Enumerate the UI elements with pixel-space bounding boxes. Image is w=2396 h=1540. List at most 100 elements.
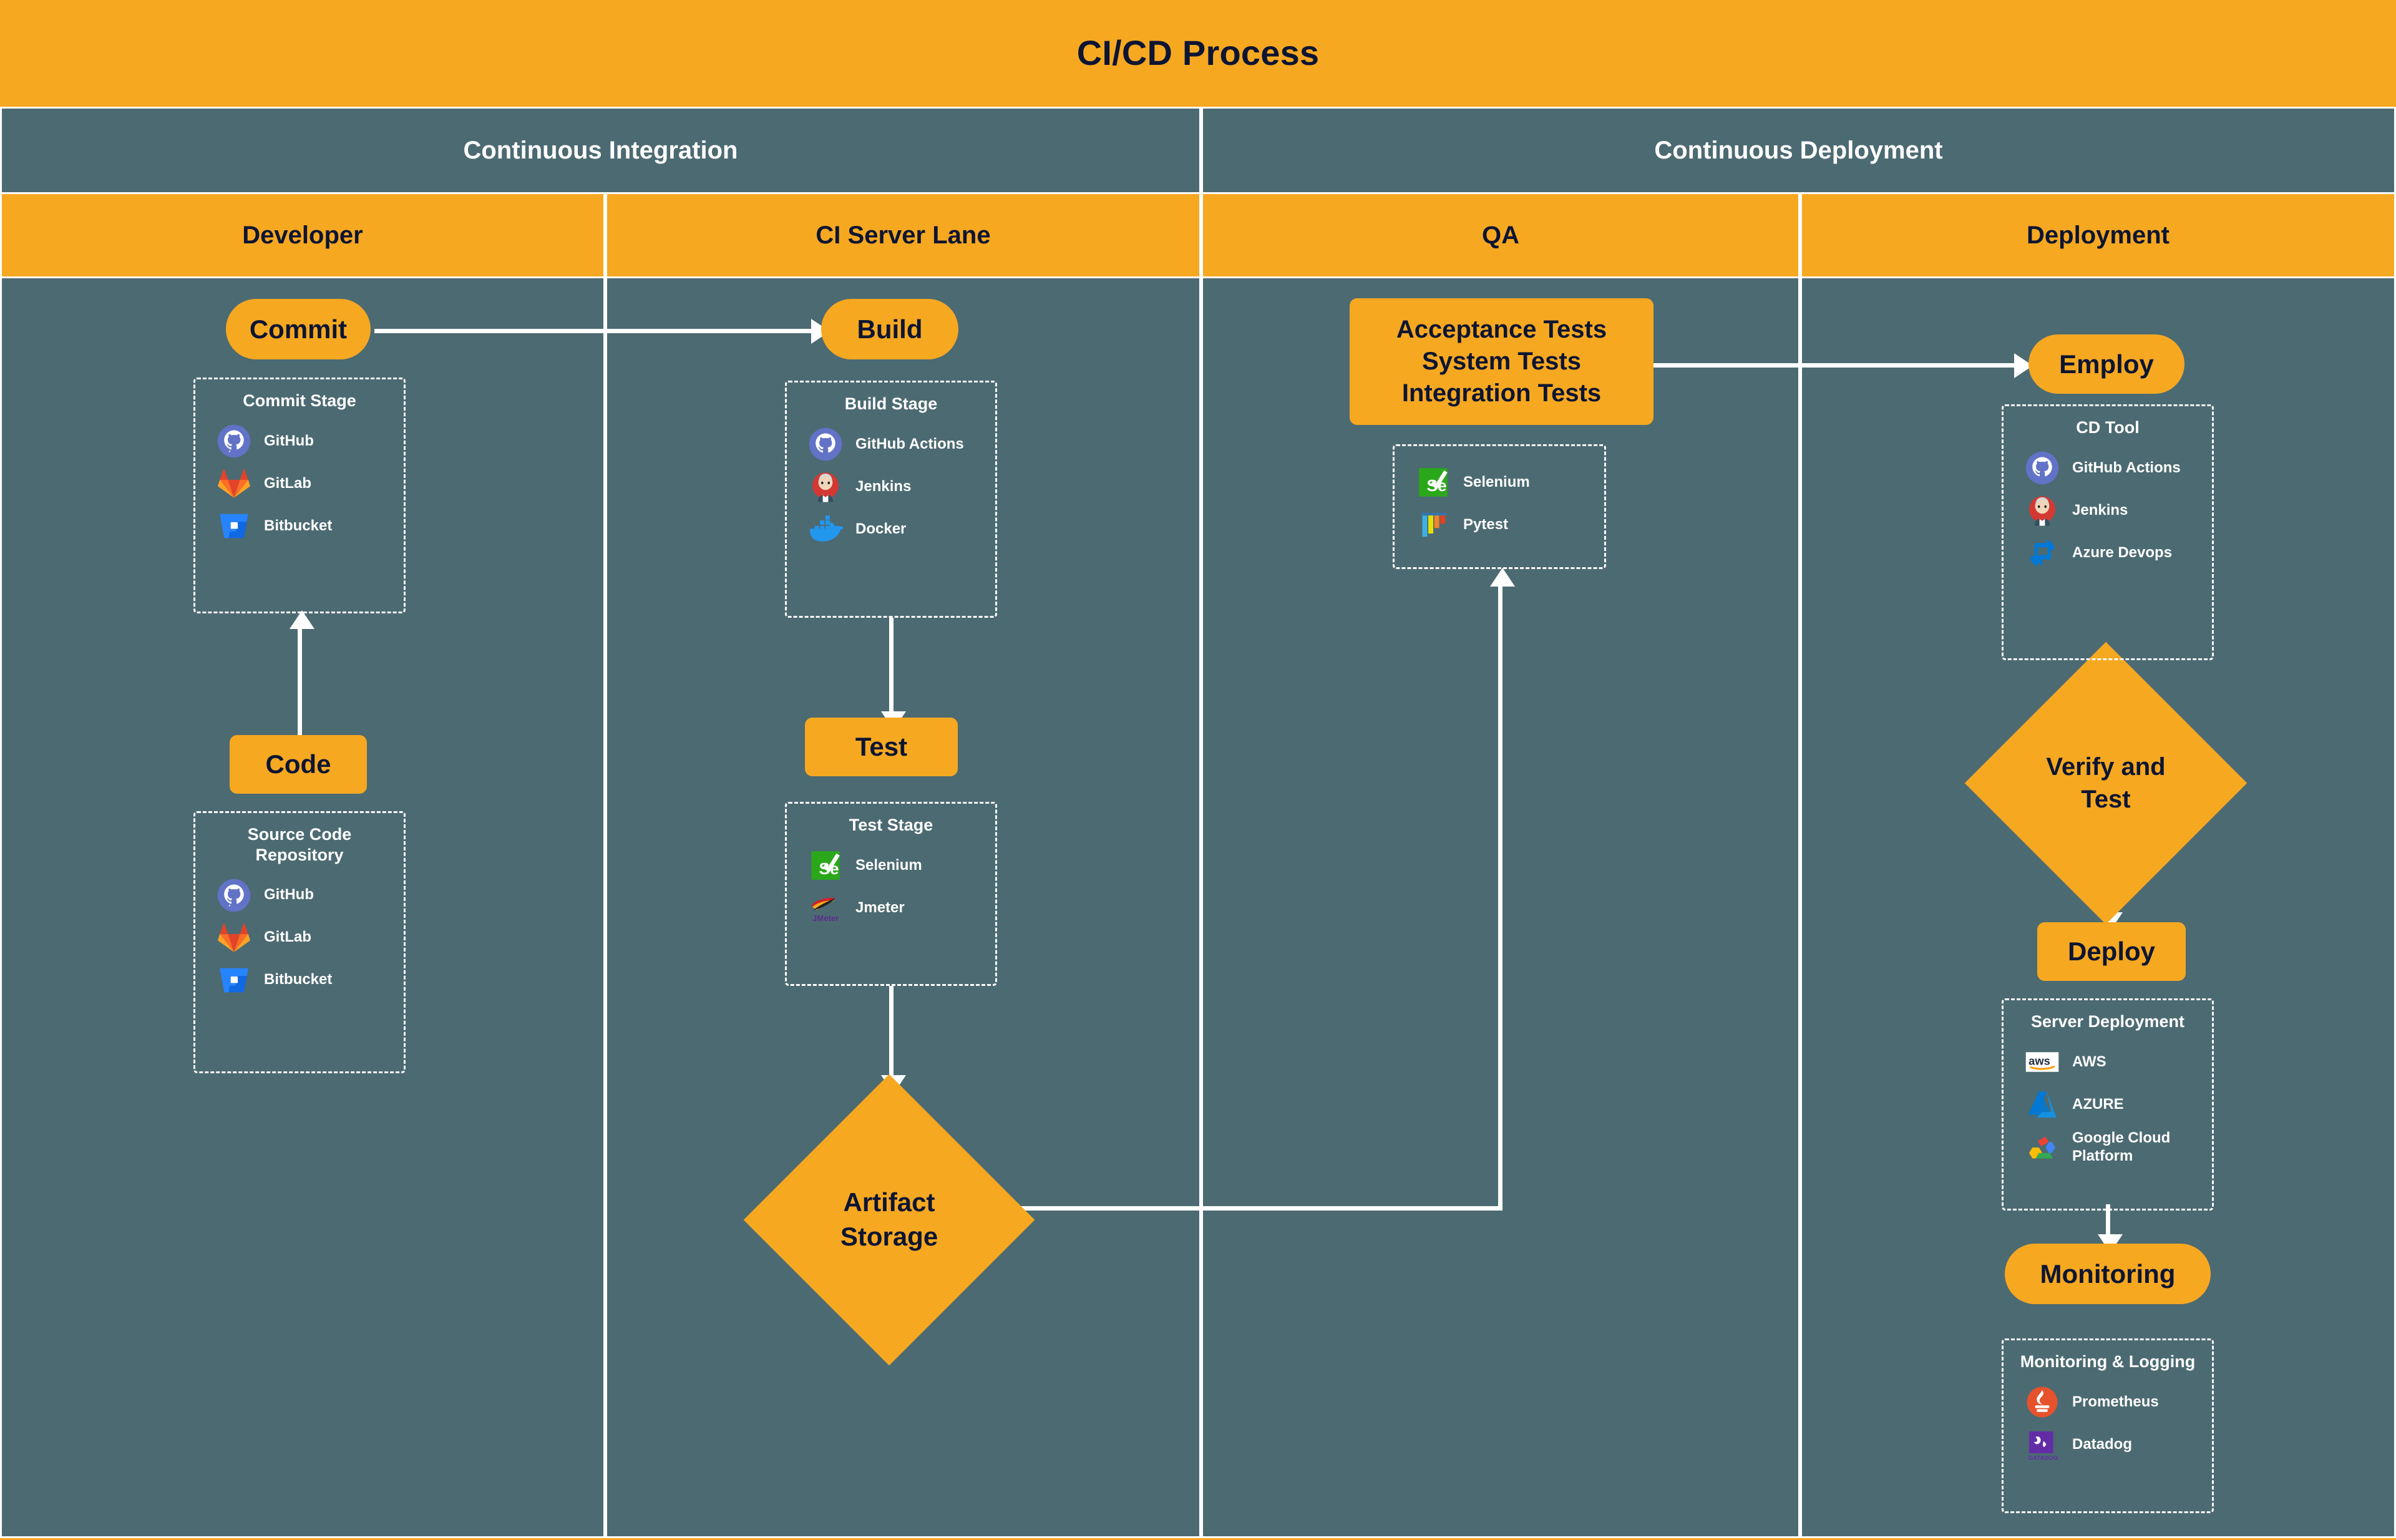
selenium-icon: Se: [1416, 465, 1451, 500]
tool-list: GitHub GitLab Bitbucket: [195, 420, 404, 547]
node-verify-and-test-label: Verify and Test: [2046, 753, 2166, 813]
group-title: Monitoring & Logging: [2020, 1352, 2196, 1371]
tool-item[interactable]: Azure Devops: [2004, 532, 2212, 574]
jmeter-icon: JMeter: [808, 890, 843, 925]
tool-label: GitLab: [264, 928, 311, 946]
tool-item[interactable]: Bitbucket: [195, 959, 404, 1001]
tool-label: GitHub Actions: [855, 435, 964, 452]
docker-icon: [808, 512, 843, 547]
group-monitoring-logging: Monitoring & Logging Prometheus DATADOG …: [2002, 1338, 2214, 1513]
tool-item[interactable]: GitLab: [195, 462, 404, 505]
group-title: Source Code Repository: [247, 825, 352, 864]
svg-text:aws: aws: [2028, 1054, 2050, 1067]
node-employ[interactable]: Employ: [2028, 334, 2184, 394]
tool-label: Selenium: [855, 856, 922, 874]
page-title: CI/CD Process: [1076, 32, 1320, 72]
node-qa-tests[interactable]: Acceptance Tests System Tests Integratio…: [1350, 298, 1653, 425]
tool-list: Prometheus DATADOG Datadog: [2004, 1381, 2212, 1466]
lane-header-ci-server: CI Server Lane: [605, 194, 1201, 276]
jenkins-icon: [2025, 493, 2060, 528]
phase-label: Continuous Integration: [463, 136, 738, 164]
prometheus-icon: [2025, 1385, 2060, 1420]
lane-body-developer: [0, 276, 605, 1538]
tool-item[interactable]: Docker: [787, 508, 995, 550]
github-icon: [217, 424, 251, 459]
node-monitoring[interactable]: Monitoring: [2005, 1244, 2211, 1304]
pytest-icon: [1416, 507, 1451, 542]
tool-item[interactable]: GitHub Actions: [787, 423, 995, 465]
group-server-deployment: Server Deployment aws AWS AZURE Google C…: [2002, 998, 2214, 1211]
node-commit[interactable]: Commit: [226, 299, 371, 359]
connector-buildstage-to-test: [889, 618, 894, 718]
tool-item[interactable]: Bitbucket: [195, 505, 404, 547]
tool-label: Docker: [855, 520, 907, 537]
tool-label: Bitbucket: [264, 517, 333, 534]
group-title: Build Stage: [844, 394, 938, 413]
group-title: Server Deployment: [2030, 1012, 2185, 1031]
tool-label: Jmeter: [855, 899, 905, 916]
jenkins-icon: [808, 469, 843, 504]
node-code[interactable]: Code: [230, 735, 367, 794]
connector-qa-to-employ: [1653, 363, 2028, 368]
tool-item[interactable]: Google Cloud Platform: [2004, 1126, 2212, 1169]
node-test[interactable]: Test: [805, 718, 958, 776]
group-title: CD Tool: [2076, 418, 2140, 437]
tool-label: GitHub: [264, 886, 314, 904]
group-source-code-repository: Source Code Repository GitHub GitLab Bit…: [193, 811, 406, 1073]
connector-commit-to-build: [374, 329, 824, 333]
phase-label: Continuous Deployment: [1654, 136, 1943, 164]
tool-item[interactable]: GitHub: [195, 874, 404, 917]
group-title: Commit Stage: [243, 391, 356, 410]
tool-list: GitHub GitLab Bitbucket: [195, 874, 404, 1001]
group-test-stage: Test Stage Se Selenium JMeter Jmeter: [785, 802, 997, 986]
tool-label: GitHub: [264, 432, 314, 449]
lane-header-deployment: Deployment: [1800, 194, 2396, 276]
tool-item[interactable]: Se Selenium: [1395, 461, 1604, 504]
tool-list: Se Selenium JMeter Jmeter: [787, 844, 995, 929]
tool-item[interactable]: Pytest: [1395, 504, 1604, 546]
lane-header-qa: QA: [1201, 194, 1800, 276]
gitlab-icon: [217, 466, 251, 501]
tool-label: AZURE: [2072, 1095, 2124, 1113]
tool-label: GitLab: [264, 474, 311, 492]
phase-continuous-integration: Continuous Integration: [0, 107, 1201, 194]
lane-label: CI Server Lane: [816, 221, 991, 249]
tool-item[interactable]: DATADOG Datadog: [2004, 1423, 2212, 1466]
tool-item[interactable]: GitHub: [195, 420, 404, 462]
tool-label: Selenium: [1463, 473, 1530, 490]
tool-item[interactable]: GitLab: [195, 917, 404, 959]
tool-item[interactable]: JMeter Jmeter: [787, 887, 995, 929]
bitbucket-icon: [217, 963, 251, 998]
node-build[interactable]: Build: [821, 299, 958, 359]
azure-icon: [2025, 1087, 2060, 1122]
phase-continuous-deployment: Continuous Deployment: [1201, 107, 2396, 194]
selenium-icon: Se: [808, 848, 843, 883]
tool-item[interactable]: Se Selenium: [787, 844, 995, 887]
github-icon: [217, 878, 251, 913]
tool-label: Prometheus: [2072, 1393, 2159, 1410]
tool-item[interactable]: Jenkins: [787, 465, 995, 508]
node-deploy[interactable]: Deploy: [2037, 922, 2186, 981]
tool-item[interactable]: aws AWS: [2004, 1041, 2212, 1083]
lane-label: QA: [1482, 221, 1519, 249]
aws-icon: aws: [2025, 1045, 2060, 1079]
tool-item[interactable]: Jenkins: [2004, 489, 2212, 532]
connector-code-to-commit-stage: [298, 624, 302, 735]
tool-item[interactable]: GitHub Actions: [2004, 447, 2212, 489]
svg-text:DATADOG: DATADOG: [2028, 1455, 2058, 1461]
tool-label: Pytest: [1463, 515, 1509, 533]
phase-band: Continuous Integration Continuous Deploy…: [0, 107, 2396, 194]
lane-header-developer: Developer: [0, 194, 605, 276]
tool-item[interactable]: AZURE: [2004, 1083, 2212, 1126]
tool-label: Google Cloud Platform: [2072, 1129, 2171, 1164]
github-icon: [2025, 451, 2060, 485]
group-build-stage: Build Stage GitHub Actions Jenkins Docke…: [785, 381, 997, 618]
tool-item[interactable]: Prometheus: [2004, 1381, 2212, 1423]
tool-list: GitHub Actions Jenkins Docker: [787, 423, 995, 550]
azure-devops-icon: [2025, 535, 2060, 570]
tool-label: Bitbucket: [264, 971, 333, 988]
bitbucket-icon: [217, 509, 251, 543]
tool-label: Azure Devops: [2072, 543, 2173, 561]
gitlab-icon: [217, 920, 251, 955]
